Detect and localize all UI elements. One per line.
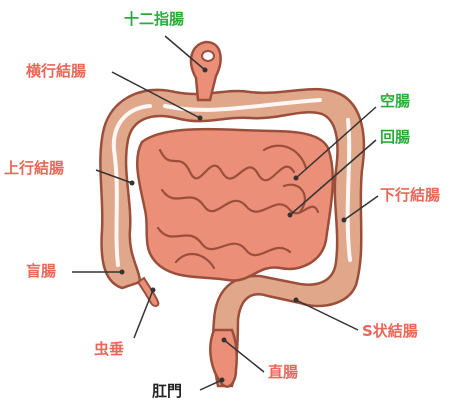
small-intestine (137, 129, 333, 280)
duodenum-opening (202, 51, 214, 61)
label-anus: 肛門 (152, 382, 182, 400)
label-appendix: 虫垂 (94, 340, 124, 358)
label-ileum: 回腸 (380, 128, 410, 146)
label-jejunum: 空腸 (380, 92, 410, 110)
leader-appendix (134, 290, 153, 338)
label-sigmoid-colon: S状結腸 (362, 322, 418, 340)
colon-highlight-right (348, 120, 350, 260)
label-descending-colon: 下行結腸 (380, 186, 440, 204)
label-rectum: 直腸 (268, 363, 298, 381)
label-ascending-colon: 上行結腸 (4, 159, 64, 177)
label-duodenum: 十二指腸 (124, 10, 184, 28)
label-transverse-colon: 横行結腸 (26, 62, 86, 80)
label-cecum: 盲腸 (26, 262, 56, 280)
